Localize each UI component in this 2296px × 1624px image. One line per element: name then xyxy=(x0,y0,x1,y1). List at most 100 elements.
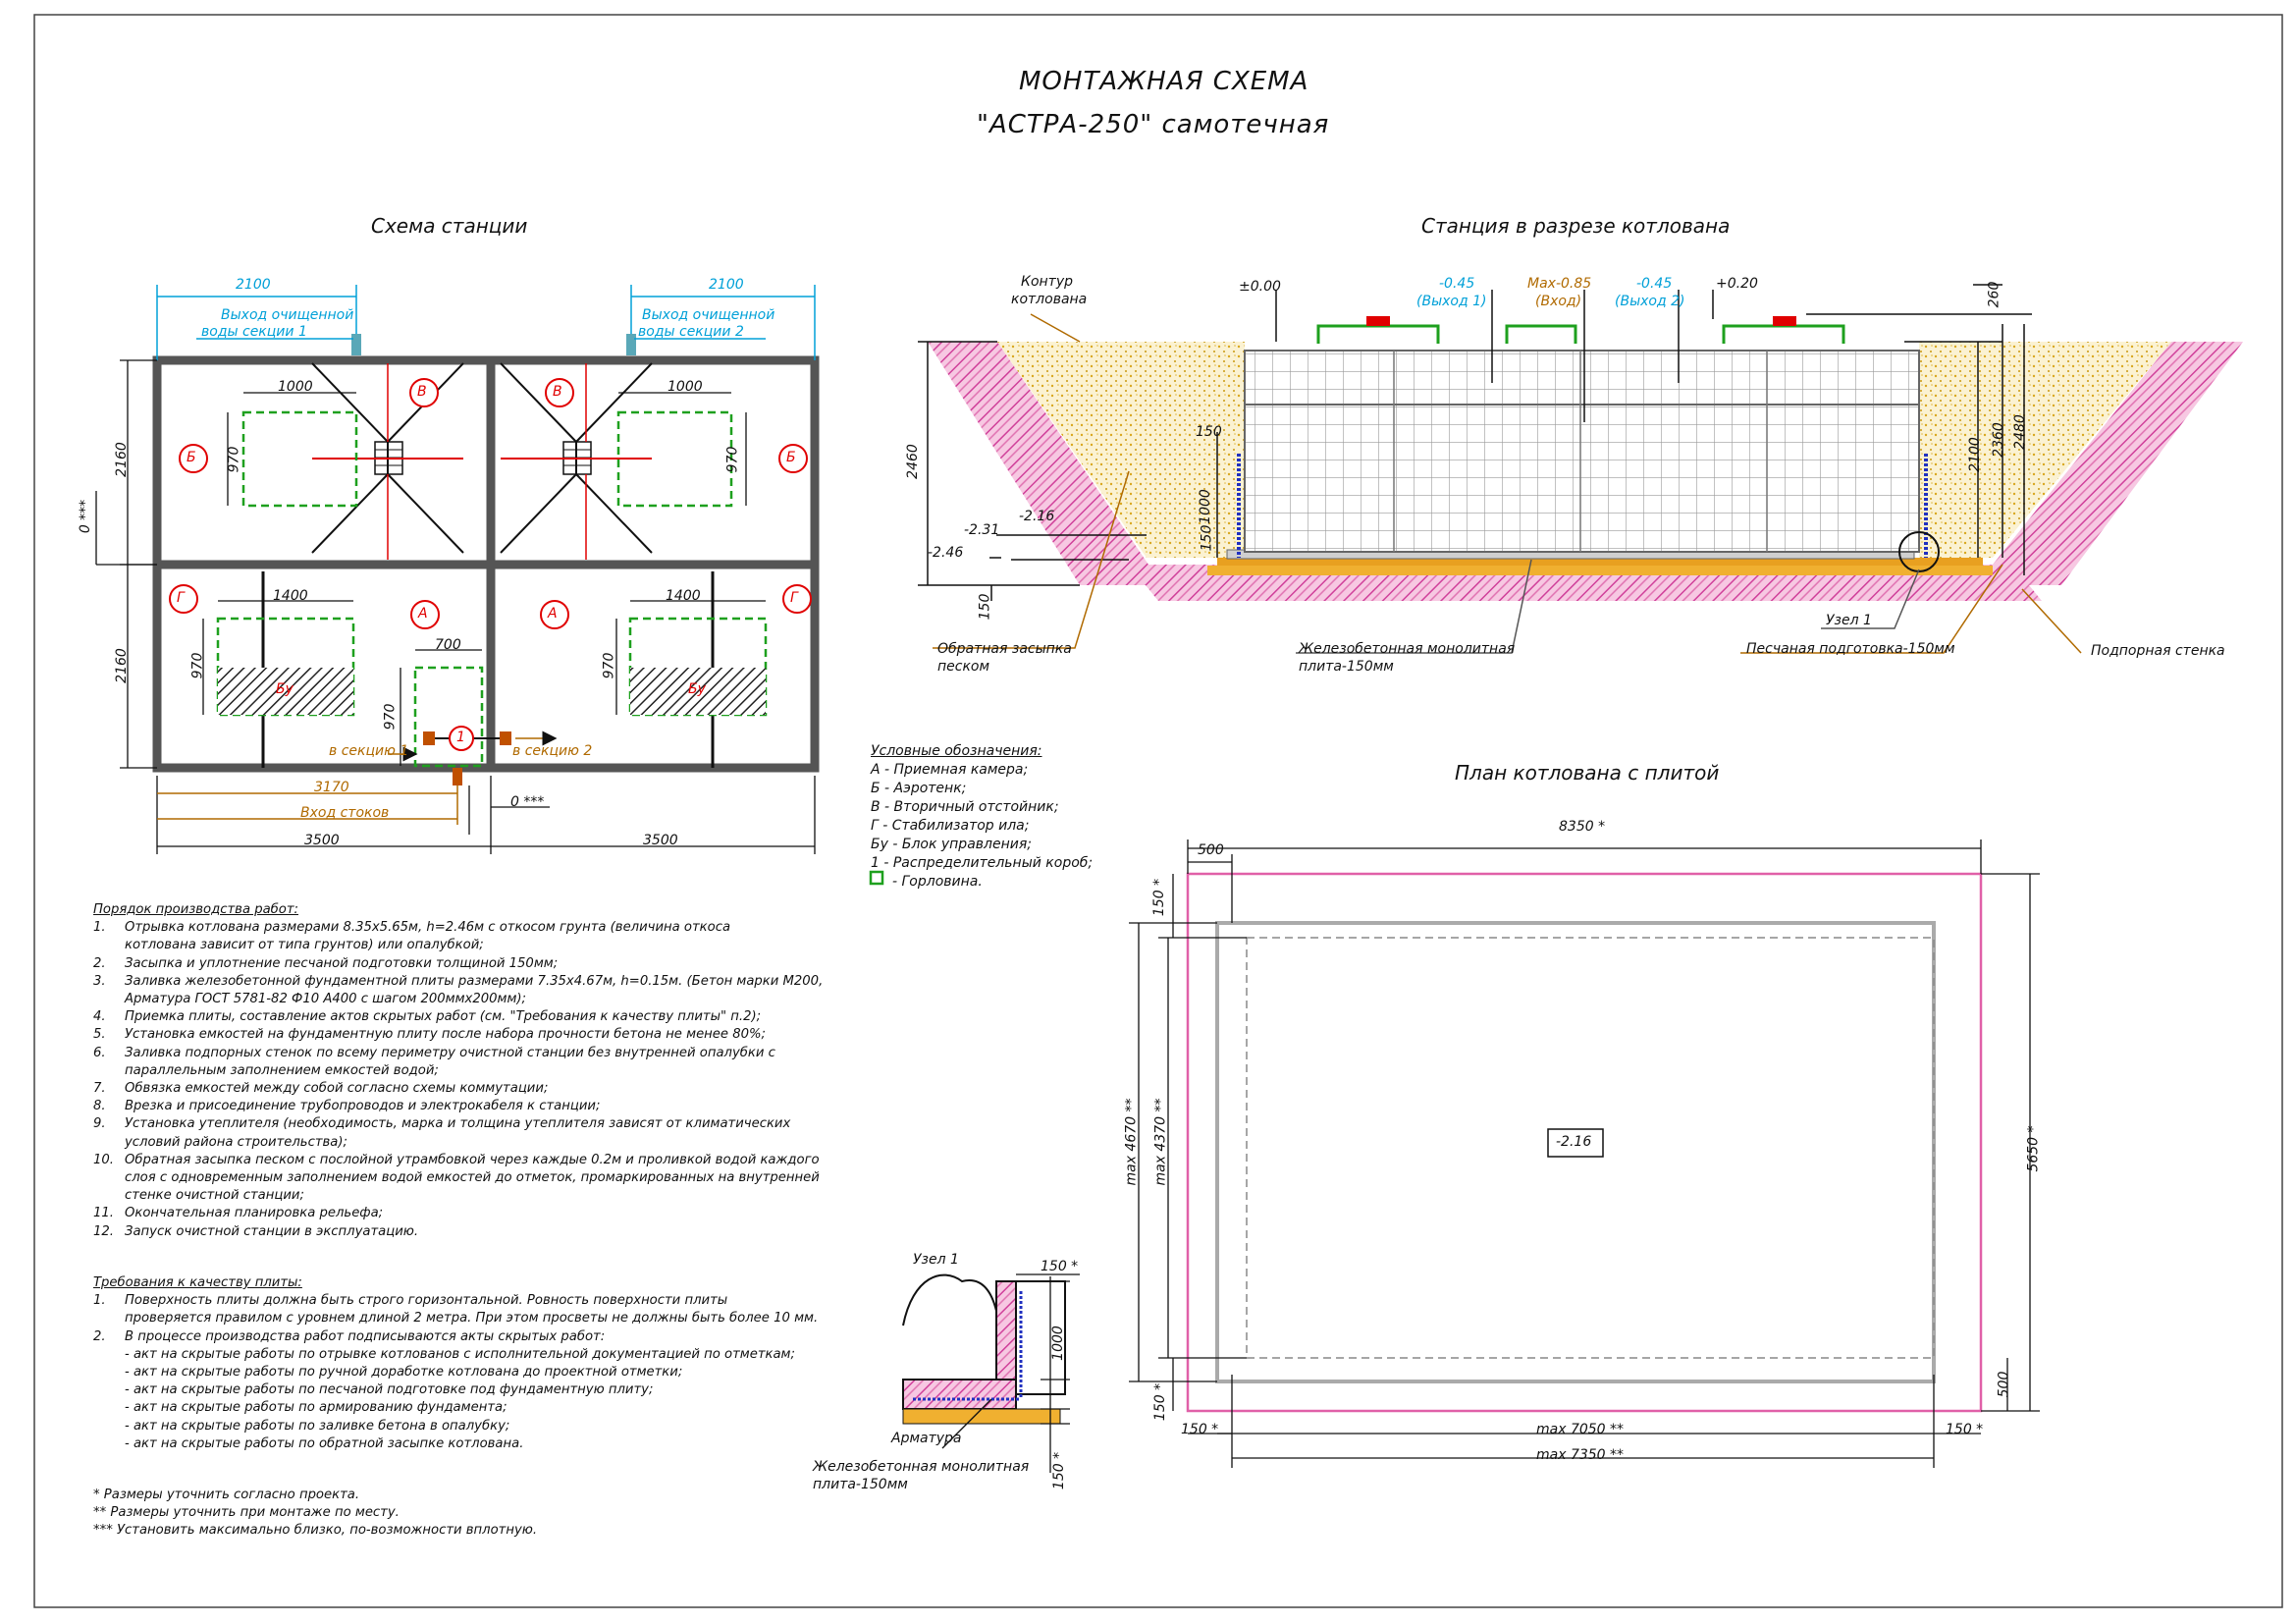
list-item: проверяется правилом с уровнем длиной 2 … xyxy=(93,1310,869,1327)
list-item: 8.Врезка и присоединение трубопроводов и… xyxy=(93,1098,869,1115)
node-label: Узел 1 xyxy=(1826,613,1872,628)
list-item-number: 2. xyxy=(93,1328,106,1344)
list-item: - акт на скрытые работы по ручной дорабо… xyxy=(93,1364,869,1381)
list-item: 4.Приемка плиты, составление актов скрыт… xyxy=(93,1008,869,1026)
plan-dim-4370: max 4370 ** xyxy=(1152,1098,1169,1186)
list-item-text: Обратная засыпка песком с послойной утра… xyxy=(125,1152,820,1167)
dim-970-d: 970 xyxy=(601,652,617,679)
legend-item: Б - Аэротенк; xyxy=(871,781,967,796)
marker-bu-left: Бу xyxy=(276,681,294,697)
list-item-text: Приемка плиты, составление актов скрытых… xyxy=(125,1009,762,1025)
list-item-text: Засыпка и уплотнение песчаной подготовки… xyxy=(125,955,559,971)
list-item: 1.Поверхность плиты должна быть строго г… xyxy=(93,1292,869,1310)
dim-970-b: 970 xyxy=(724,446,741,473)
list-item-text: условий района строительства); xyxy=(125,1134,347,1150)
marker-a-right: А xyxy=(548,606,558,622)
node-dim-150-top: 150 * xyxy=(1041,1259,1079,1274)
sand-label: Песчаная подготовка-150мм xyxy=(1746,641,1955,657)
list-item: 2. В процессе производства работ подписыв… xyxy=(93,1328,869,1346)
list-item-number: 2. xyxy=(93,955,106,971)
list-item-number: 12. xyxy=(93,1223,114,1239)
list-item-text: Заливка подпорных стенок по всему периме… xyxy=(125,1045,775,1060)
dim-970-e: 970 xyxy=(382,703,399,731)
list-item-number xyxy=(93,1399,125,1417)
marker-v-left: В xyxy=(417,384,427,400)
list-item: слоя с одновременным заполнением водой е… xyxy=(93,1169,869,1187)
inlet-label: Вход стоков xyxy=(300,805,390,821)
dim-3500-left: 3500 xyxy=(304,833,340,848)
dim-700: 700 xyxy=(435,637,461,653)
backfill-1: Обратная засыпка xyxy=(937,641,1072,657)
list-item-number xyxy=(93,1435,125,1453)
slab-2: плита-150мм xyxy=(1299,659,1394,675)
dim-260: 260 xyxy=(1986,281,2002,308)
list-item-text: слоя с одновременным заполнением водой е… xyxy=(125,1170,820,1186)
dim-150-mid: 150 xyxy=(1199,524,1215,552)
dim-2160-top: 2160 xyxy=(113,442,130,477)
list-item-text: котлована зависит от типа грунтов) или о… xyxy=(125,938,484,953)
lvl-246: -2.46 xyxy=(928,545,964,561)
list-item-text: Поверхность плиты должна быть строго гор… xyxy=(125,1293,728,1309)
lvl-231: -2.31 xyxy=(964,522,1000,538)
list-item: 11.Окончательная планировка рельефа; xyxy=(93,1205,869,1222)
list-item: 6.Заливка подпорных стенок по всему пери… xyxy=(93,1045,869,1062)
list-item: 9. Установка утеплителя (необходимость, м… xyxy=(93,1115,869,1133)
legend-item: 1 - Распределительный короб; xyxy=(871,855,1094,871)
dim-150-top: 150 xyxy=(1196,424,1222,440)
node-slab-1: Железобетонная монолитная xyxy=(813,1459,1030,1475)
list-item-number xyxy=(93,1346,125,1364)
pit-contour-1: Контур xyxy=(1021,274,1073,290)
pit-section xyxy=(918,284,2243,654)
outlet2-line1: Выход очищенной xyxy=(642,307,775,323)
footnote: * Размеры уточнить согласно проекта. xyxy=(93,1488,360,1502)
list-item-text: В процессе производства работ подписываю… xyxy=(125,1328,606,1344)
pit-contour-2: котлована xyxy=(1011,292,1088,307)
list-item-number: 9. xyxy=(93,1116,106,1132)
marker-a-left: А xyxy=(418,606,428,622)
title-line2: "АСТРА-250" самотечная xyxy=(977,110,1330,139)
plan-dim-7350: max 7350 ** xyxy=(1536,1447,1625,1463)
section-heading: Станция в разрезе котлована xyxy=(1421,214,1731,238)
list-item-number xyxy=(93,1134,125,1152)
marker-b-left: Б xyxy=(187,450,196,465)
to-section2: в секцию 2 xyxy=(512,743,593,759)
list-item-text: - акт на скрытые работы по обратной засы… xyxy=(125,1435,524,1451)
list-item-number: 5. xyxy=(93,1027,106,1043)
list-item-text: - акт на скрытые работы по заливке бетон… xyxy=(125,1418,510,1434)
sheet-frame xyxy=(33,14,2283,1608)
dim-2460: 2460 xyxy=(904,444,921,479)
dim-1000-right: 1000 xyxy=(667,379,703,395)
procedure-list: Порядок производства работ: 1.Отрывка ко… xyxy=(93,901,869,1241)
list-item-text: параллельным заполнением емкостей водой; xyxy=(125,1062,439,1078)
level-out2-b: (Выход 2) xyxy=(1615,294,1685,309)
dim-2160-bottom: 2160 xyxy=(113,648,130,683)
lvl-216: -2.16 xyxy=(1019,509,1055,524)
scheme-heading: Схема станции xyxy=(371,214,528,238)
list-item-text: стенке очистной станции; xyxy=(125,1188,304,1204)
plan-heading: План котлована с плитой xyxy=(1455,761,1720,785)
list-item-number xyxy=(93,937,125,954)
plan-dim-150-bl: 150 * xyxy=(1181,1422,1219,1437)
title-line1: МОНТАЖНАЯ СХЕМА xyxy=(1019,67,1309,96)
level-out2-a: -0.45 xyxy=(1636,276,1673,292)
level-in-b: (Вход) xyxy=(1535,294,1582,309)
legend-hatch: - Горловина. xyxy=(892,874,983,890)
level-out1-a: -0.45 xyxy=(1439,276,1475,292)
list-item-number xyxy=(93,1364,125,1381)
level-000: ±0.00 xyxy=(1239,279,1281,295)
list-item-number xyxy=(93,1187,125,1205)
list-item: - акт на скрытые работы по отрывке котло… xyxy=(93,1346,869,1364)
plan-dim-4670: max 4670 ** xyxy=(1123,1098,1140,1186)
list-item-text: Установка утеплителя (необходимость, мар… xyxy=(125,1116,791,1132)
marker-b-right: Б xyxy=(786,450,796,465)
list-item-number: 10. xyxy=(93,1152,114,1167)
list-item-number xyxy=(93,991,125,1008)
marker-bu-right: Бу xyxy=(688,681,706,697)
list-item-text: Окончательная планировка рельефа; xyxy=(125,1206,384,1221)
slab-1: Железобетонная монолитная xyxy=(1299,641,1516,657)
list-item: условий района строительства); xyxy=(93,1134,869,1152)
list-item-text: Отрывка котлована размерами 8.35x5.65м, … xyxy=(125,920,731,936)
list-item-text: - акт на скрытые работы по песчаной подг… xyxy=(125,1382,654,1398)
list-item: - акт на скрытые работы по песчаной подг… xyxy=(93,1381,869,1399)
